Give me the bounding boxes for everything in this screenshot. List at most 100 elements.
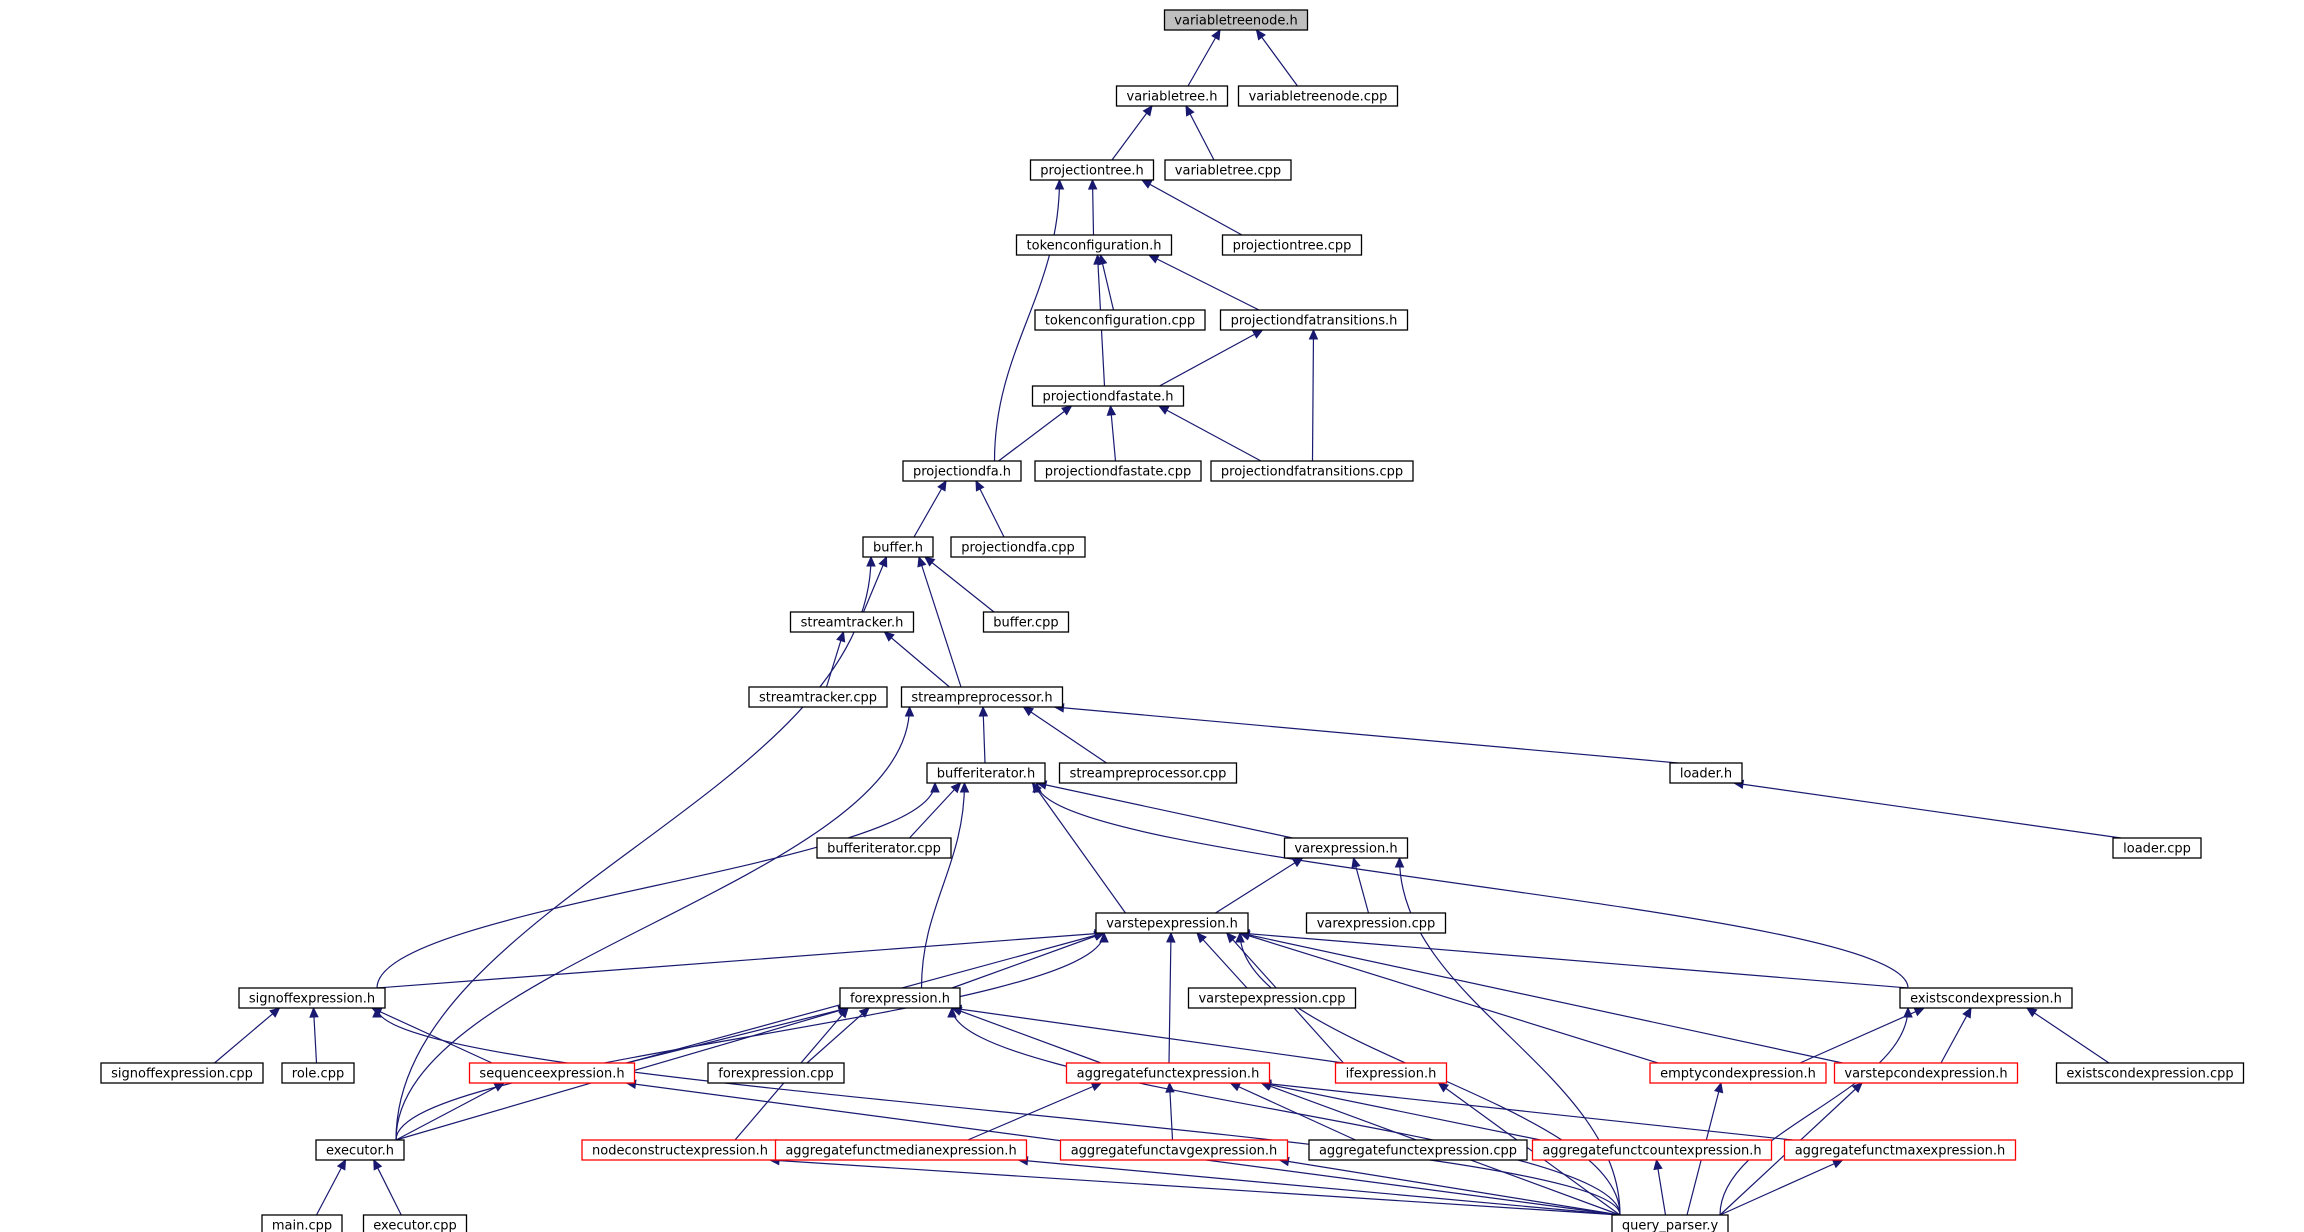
node-label: query_parser.y <box>1622 1219 1719 1232</box>
node-varstepcondexpression-h[interactable]: varstepcondexpression.h <box>1833 1062 2019 1084</box>
node-label: projectiondfa.cpp <box>961 541 1075 556</box>
node-label: projectiondfastate.h <box>1042 390 1173 405</box>
edge-executor-h-to-buffer-h <box>395 556 872 1141</box>
arrowhead <box>372 1006 382 1018</box>
node-projectiontree-cpp[interactable]: projectiontree.cpp <box>1221 234 1363 256</box>
node-query-parser-y[interactable]: query_parser.y <box>1611 1214 1729 1232</box>
node-box <box>707 1062 845 1084</box>
node-sequenceexpression-h[interactable]: sequenceexpression.h <box>468 1062 636 1084</box>
edge-variabletree-cpp-to-variabletree-h <box>1185 105 1215 161</box>
edge-executor-cpp-to-executor-h <box>373 1159 402 1216</box>
node-streamtracker-cpp[interactable]: streamtracker.cpp <box>748 686 888 708</box>
edge-varstepcondexpression-h-to-existscondexpression-h <box>1940 1007 1972 1064</box>
node-box <box>1833 1062 2019 1084</box>
node-variabletreenode-h[interactable]: variabletreenode.h <box>1163 9 1309 31</box>
arrowhead <box>493 1082 506 1092</box>
node-label: aggregatefunctcountexpression.h <box>1542 1144 1761 1159</box>
node-box <box>1783 1139 2017 1161</box>
node-projectiondfastate-h[interactable]: projectiondfastate.h <box>1031 385 1185 407</box>
arrowhead <box>1166 931 1176 943</box>
arrowhead <box>309 1006 319 1018</box>
edge-projectiondfa-cpp-to-projectiondfa-h <box>975 480 1005 538</box>
arrowhead <box>1165 1081 1175 1093</box>
arrowhead <box>1054 178 1065 190</box>
node-label: executor.cpp <box>373 1219 456 1232</box>
node-buffer-cpp[interactable]: buffer.cpp <box>982 611 1070 633</box>
node-streamtracker-h[interactable]: streamtracker.h <box>789 611 915 633</box>
arrowhead <box>950 782 962 794</box>
node-box <box>1531 1139 1773 1161</box>
node-label: streamtracker.h <box>801 616 904 631</box>
node-signoffexpression-cpp[interactable]: signoffexpression.cpp <box>100 1062 264 1084</box>
edge-aggregatefunctexpression-cpp-to-aggregatefunctexpression-h <box>1230 1082 1356 1141</box>
arrowhead <box>883 631 895 642</box>
node-label: bufferiterator.cpp <box>827 842 941 857</box>
arrowhead <box>1140 179 1153 189</box>
node-streampreprocessor-cpp[interactable]: streampreprocessor.cpp <box>1058 762 1238 784</box>
node-existscondexpression-cpp[interactable]: existscondexpression.cpp <box>2055 1062 2245 1084</box>
node-tokenconfiguration-h[interactable]: tokenconfiguration.h <box>1015 234 1173 256</box>
node-loader-h[interactable]: loader.h <box>1669 762 1743 784</box>
node-aggregatefunctmedianexpression-h[interactable]: aggregatefunctmedianexpression.h <box>774 1139 1028 1161</box>
node-varstepexpression-h[interactable]: varstepexpression.h <box>1095 912 1249 934</box>
arrowhead <box>1061 405 1073 416</box>
edge-forexpression-h-to-bufferiterator-h <box>920 782 966 989</box>
node-aggregatefunctexpression-cpp[interactable]: aggregatefunctexpression.cpp <box>1308 1139 1528 1161</box>
node-box <box>982 611 1070 633</box>
node-aggregatefunctavgexpression-h[interactable]: aggregatefunctavgexpression.h <box>1059 1139 1289 1161</box>
node-forexpression-cpp[interactable]: forexpression.cpp <box>707 1062 845 1084</box>
node-loader-cpp[interactable]: loader.cpp <box>2112 837 2202 859</box>
node-streampreprocessor-h[interactable]: streampreprocessor.h <box>900 686 1064 708</box>
node-varstepexpression-cpp[interactable]: varstepexpression.cpp <box>1187 987 1357 1009</box>
node-box <box>862 536 934 558</box>
node-emptycondexpression-h[interactable]: emptycondexpression.h <box>1649 1062 1827 1084</box>
node-varexpression-cpp[interactable]: varexpression.cpp <box>1305 912 1447 934</box>
arrowhead <box>1106 404 1117 416</box>
edge-aggregatefunctexpression-h-to-varstepexpression-h <box>1168 932 1172 1064</box>
node-forexpression-h[interactable]: forexpression.h <box>839 987 961 1009</box>
node-bufferiterator-h[interactable]: bufferiterator.h <box>926 762 1046 784</box>
node-box <box>468 1062 636 1084</box>
node-aggregatefunctexpression-h[interactable]: aggregatefunctexpression.h <box>1065 1062 1271 1084</box>
node-ifexpression-h[interactable]: ifexpression.h <box>1334 1062 1448 1084</box>
node-role-cpp[interactable]: role.cpp <box>281 1062 355 1084</box>
edge-existscondexpression-cpp-to-existscondexpression-h <box>2026 1007 2110 1064</box>
node-tokenconfiguration-cpp[interactable]: tokenconfiguration.cpp <box>1034 309 1206 331</box>
node-label: varexpression.h <box>1294 842 1397 857</box>
node-projectiondfastate-cpp[interactable]: projectiondfastate.cpp <box>1034 460 1202 482</box>
node-bufferiterator-cpp[interactable]: bufferiterator.cpp <box>816 837 952 859</box>
arrowhead <box>1142 105 1153 117</box>
node-label: tokenconfiguration.cpp <box>1045 314 1195 329</box>
node-variabletree-h[interactable]: variabletree.h <box>1115 85 1229 107</box>
edge-streamtracker-cpp-to-streamtracker-h <box>825 631 845 688</box>
node-aggregatefunctcountexpression-h[interactable]: aggregatefunctcountexpression.h <box>1531 1139 1773 1161</box>
node-variabletreenode-cpp[interactable]: variabletreenode.cpp <box>1237 85 1399 107</box>
node-variabletree-cpp[interactable]: variabletree.cpp <box>1164 159 1292 181</box>
node-executor-cpp[interactable]: executor.cpp <box>362 1214 468 1232</box>
node-box <box>238 987 386 1009</box>
edge-layer <box>214 28 2122 1216</box>
node-executor-h[interactable]: executor.h <box>315 1139 405 1161</box>
node-varexpression-h[interactable]: varexpression.h <box>1283 837 1409 859</box>
arrowhead <box>1351 856 1361 869</box>
node-box <box>774 1139 1028 1161</box>
node-main-cpp[interactable]: main.cpp <box>261 1214 343 1232</box>
node-projectiondfatransitions-h[interactable]: projectiondfatransitions.h <box>1219 309 1409 331</box>
node-existscondexpression-h[interactable]: existscondexpression.h <box>1899 987 2073 1009</box>
node-projectiondfa-h[interactable]: projectiondfa.h <box>902 460 1022 482</box>
node-projectiondfa-cpp[interactable]: projectiondfa.cpp <box>950 536 1086 558</box>
node-label: ifexpression.h <box>1346 1067 1437 1082</box>
arrowhead <box>978 705 989 717</box>
node-box <box>926 762 1046 784</box>
node-aggregatefunctmaxexpression-h[interactable]: aggregatefunctmaxexpression.h <box>1783 1139 2017 1161</box>
node-label: existscondexpression.cpp <box>2066 1067 2233 1082</box>
edge-query-parser-y-to-forexpression-h <box>951 1007 1621 1216</box>
node-projectiontree-h[interactable]: projectiontree.h <box>1029 159 1155 181</box>
node-projectiondfatransitions-cpp[interactable]: projectiondfatransitions.cpp <box>1210 460 1414 482</box>
node-nodeconstructexpression-h[interactable]: nodeconstructexpression.h <box>581 1139 779 1161</box>
edge-query-parser-y-to-varexpression-h <box>1398 857 1621 1216</box>
node-box <box>1649 1062 1827 1084</box>
node-buffer-h[interactable]: buffer.h <box>862 536 934 558</box>
node-signoffexpression-h[interactable]: signoffexpression.h <box>238 987 386 1009</box>
edge-query-parser-y-to-aggregatefunctmedianexpression-h <box>1018 1159 1621 1216</box>
